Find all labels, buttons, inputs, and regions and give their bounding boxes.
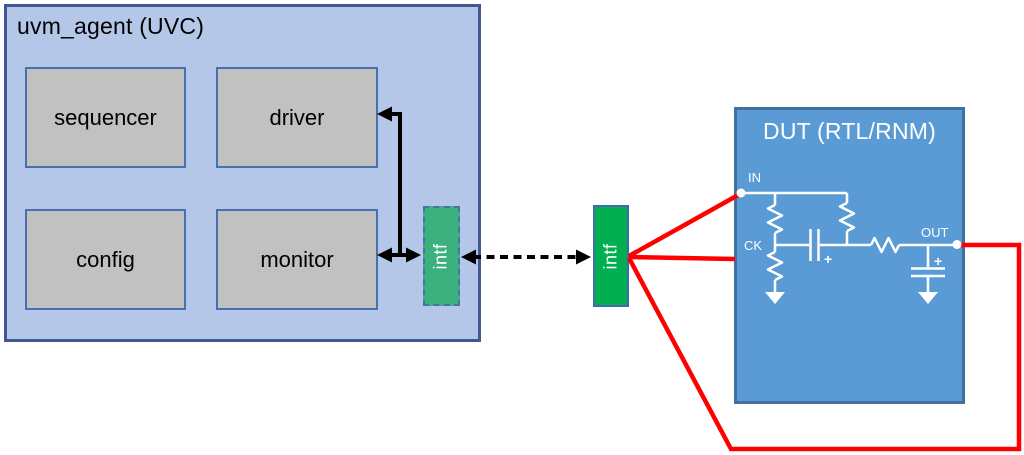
interface-label: intf bbox=[600, 242, 621, 270]
sequencer-block: sequencer bbox=[25, 67, 186, 168]
virtual-interface-label: intf bbox=[430, 242, 451, 270]
driver-block: driver bbox=[216, 67, 378, 168]
monitor-label: monitor bbox=[260, 246, 334, 272]
virtual-interface-box: intf bbox=[423, 206, 460, 306]
sequencer-label: sequencer bbox=[54, 104, 157, 130]
config-block: config bbox=[25, 209, 186, 310]
dut-title: DUT (RTL/RNM) bbox=[763, 118, 936, 144]
uvm-agent-title: uvm_agent (UVC) bbox=[17, 13, 205, 39]
dut-box: DUT (RTL/RNM) bbox=[734, 107, 965, 404]
interface-box: intf bbox=[593, 205, 629, 307]
monitor-block: monitor bbox=[216, 209, 378, 310]
driver-label: driver bbox=[269, 104, 325, 130]
uvm-agent-box: uvm_agent (UVC) sequencer driver config … bbox=[4, 4, 481, 342]
config-label: config bbox=[76, 246, 135, 272]
